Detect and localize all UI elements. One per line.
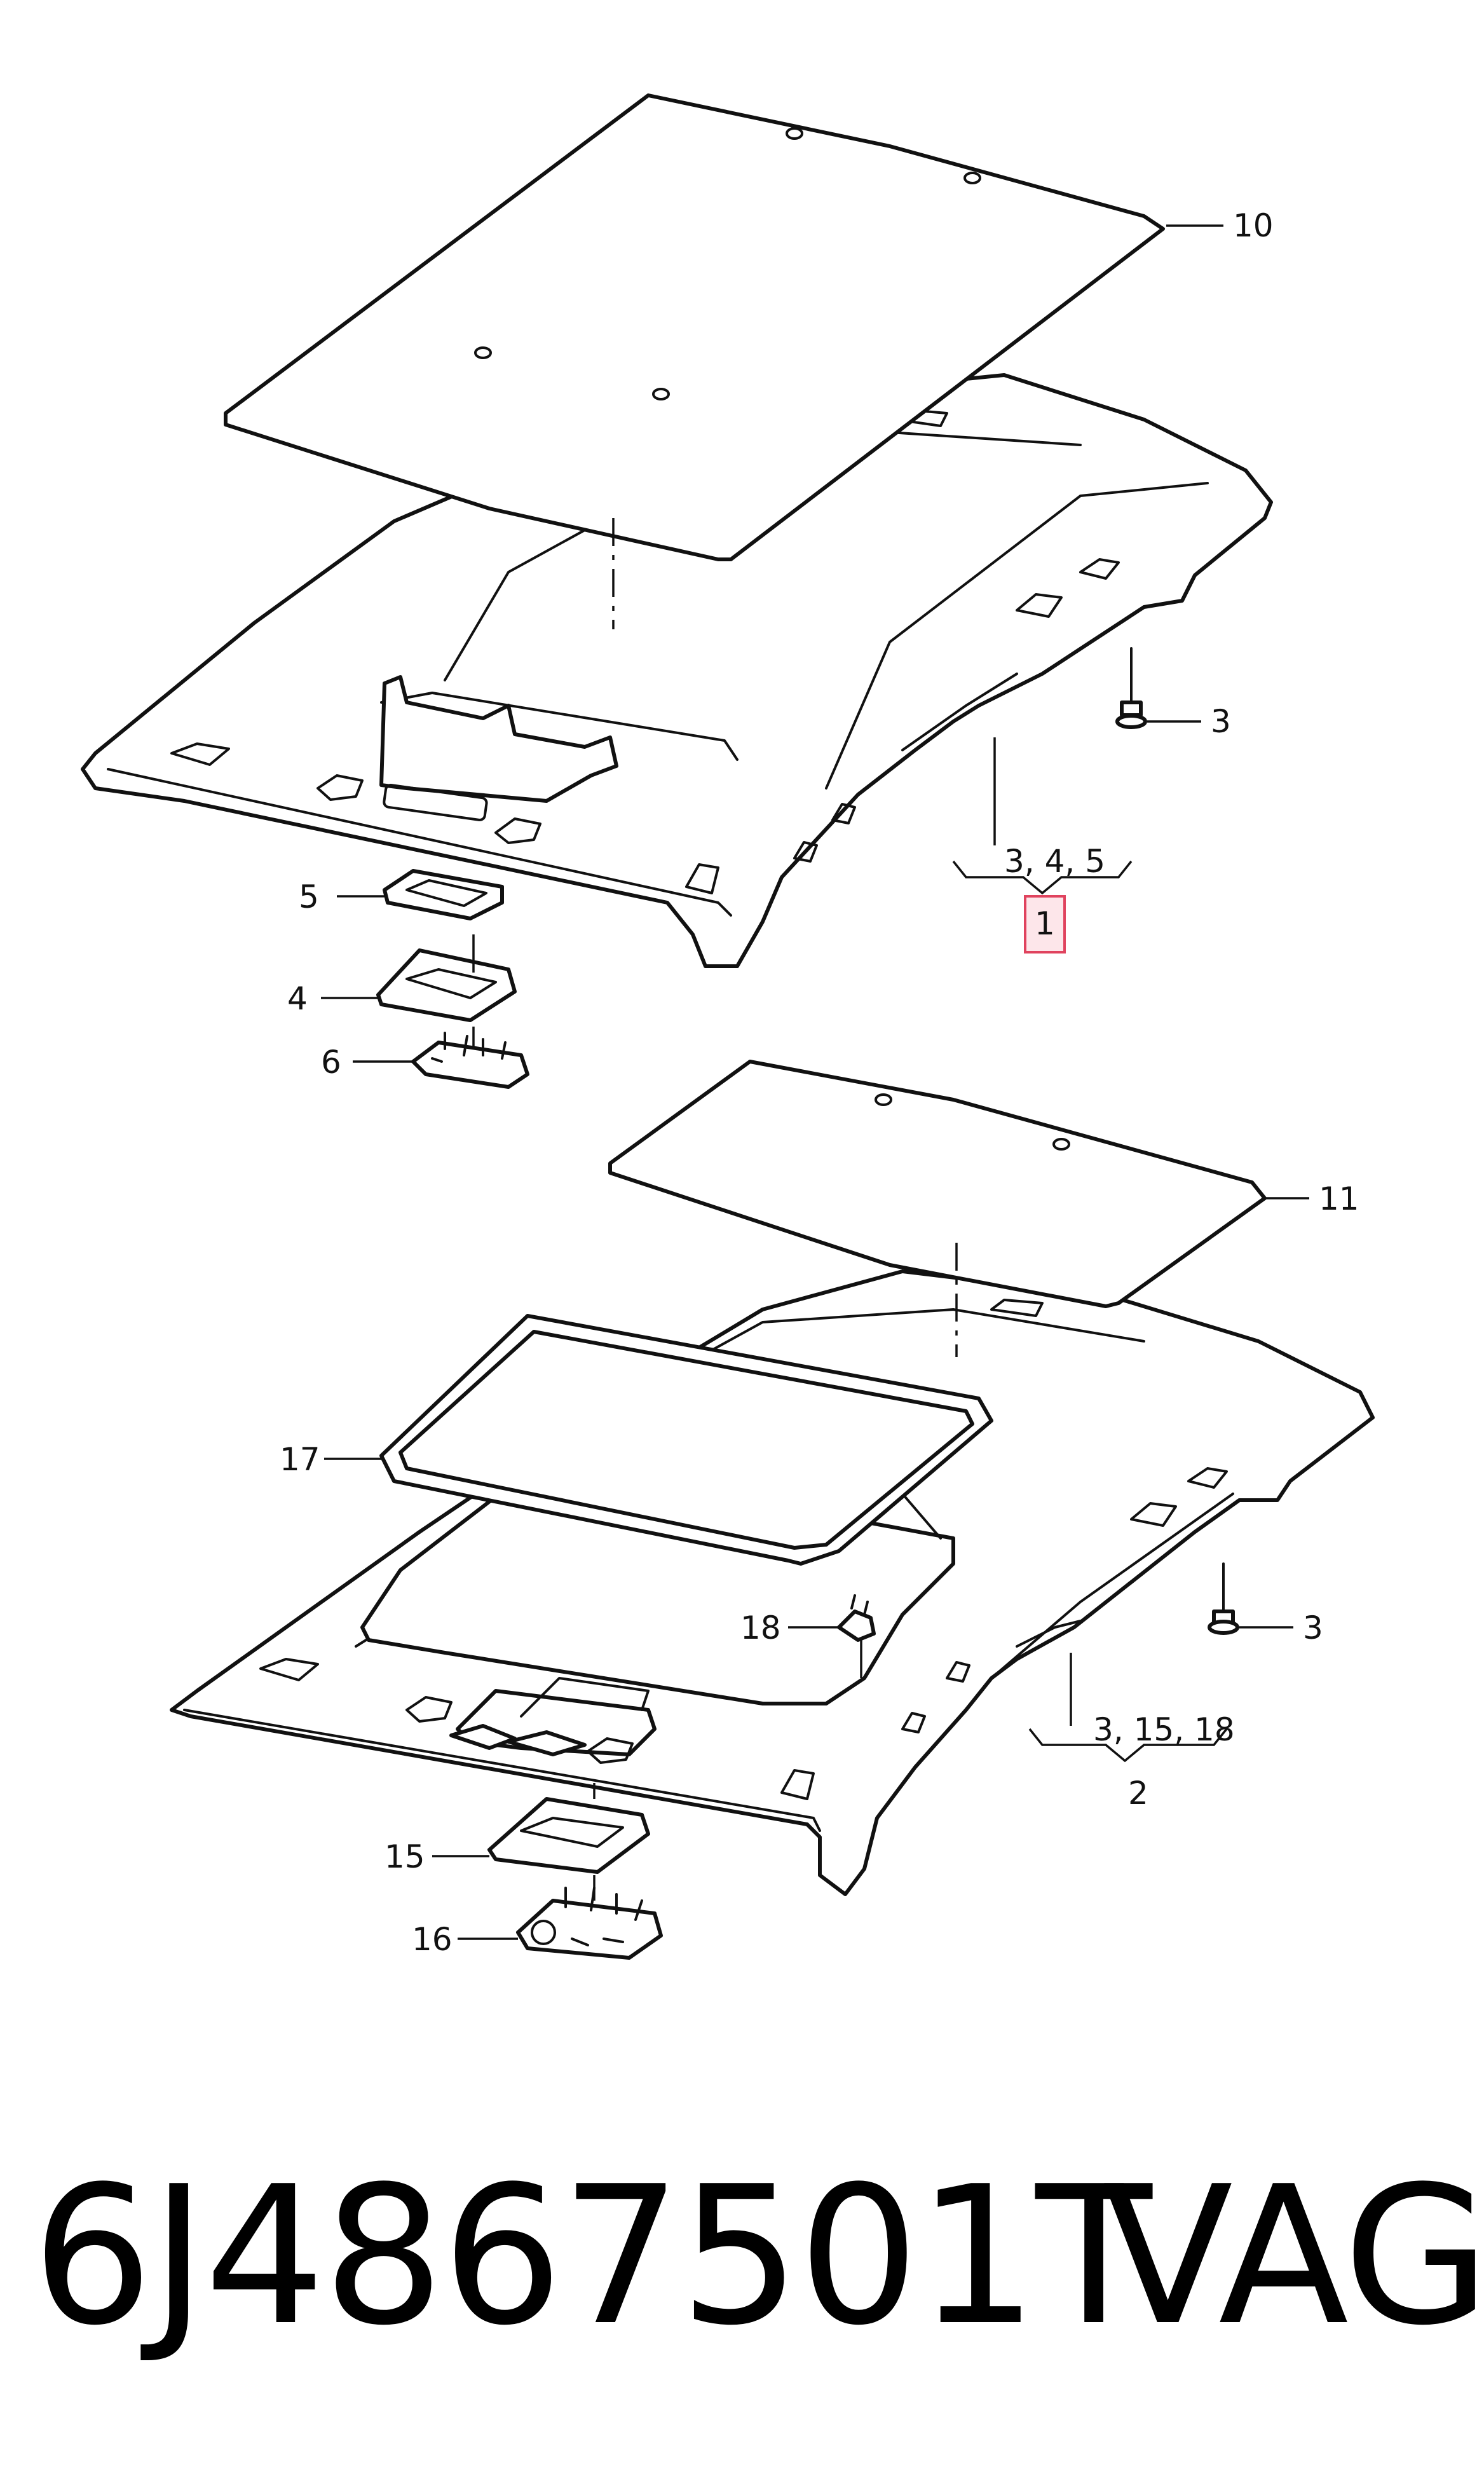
callout-16: 16 — [412, 1921, 453, 1958]
panel-10-holes — [474, 127, 981, 400]
callout-3-upper: 3 — [1211, 703, 1231, 740]
callout-3-4-5: 3, 4, 5 — [1004, 843, 1105, 880]
callout-3-lower: 3 — [1303, 1609, 1323, 1646]
callout-6: 6 — [321, 1044, 341, 1081]
brand-name: VAG — [1103, 2145, 1484, 2367]
insulation-panel-10 — [224, 93, 1165, 561]
callout-labels: 10 3 3, 4, 5 1 5 4 6 11 17 18 3 3, 15, 1… — [280, 207, 1359, 1958]
dome-lamp-unit-16 — [516, 1887, 663, 1960]
callout-17: 17 — [280, 1441, 320, 1478]
bracket-2 — [1028, 1728, 1228, 1763]
insulation-panel-11 — [608, 1060, 1267, 1308]
callout-5: 5 — [299, 878, 319, 915]
screw-3-upper — [1115, 647, 1147, 729]
callout-10: 10 — [1233, 207, 1274, 244]
dome-lamp-frame-5 — [383, 869, 504, 920]
upper-assembly — [81, 93, 1273, 1089]
lower-assembly — [170, 1060, 1375, 1960]
callout-2: 2 — [1128, 1775, 1148, 1812]
bracket-1 — [952, 860, 1133, 895]
highlight-box-1 — [1024, 895, 1066, 953]
dome-lamp-unit-6 — [411, 1032, 529, 1089]
screw-3-lower — [1208, 1562, 1239, 1635]
callout-18: 18 — [740, 1609, 781, 1646]
dome-lamp-lens-15 — [487, 1797, 650, 1874]
panel-11-holes — [875, 1093, 1070, 1151]
callout-4: 4 — [287, 980, 308, 1017]
part-number: 6J4867501T — [32, 2145, 1152, 2367]
callout-15: 15 — [385, 1838, 425, 1875]
sunroof-seal-17 — [379, 1314, 993, 1566]
clip-18 — [837, 1594, 876, 1642]
callout-3-15-18: 3, 15, 18 — [1093, 1711, 1235, 1748]
callout-11: 11 — [1319, 1180, 1359, 1217]
dome-lamp-lens-4 — [376, 948, 517, 1022]
callout-1: 1 — [1035, 905, 1055, 942]
